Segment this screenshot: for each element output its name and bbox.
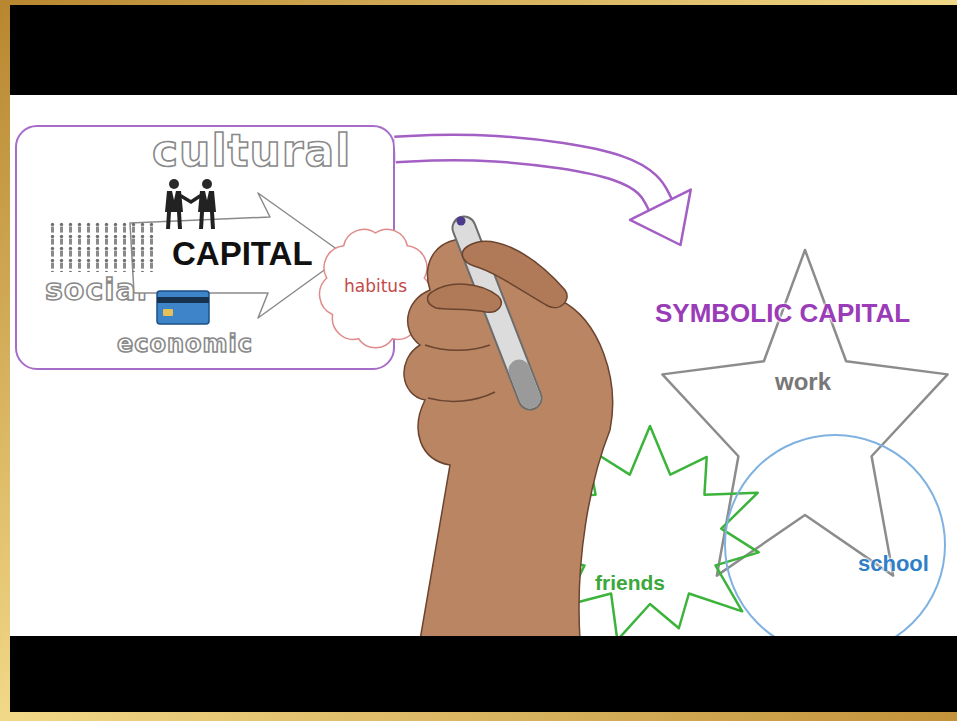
flow-arrow <box>395 147 691 245</box>
person-suit <box>165 191 183 212</box>
capital-arrow: CAPITAL <box>130 193 345 318</box>
star-shape <box>662 250 947 576</box>
person-leg <box>168 212 169 229</box>
black-letterbox <box>10 5 957 712</box>
arrow-band-fill <box>395 147 660 204</box>
hand-palm <box>404 239 613 640</box>
card-stripe <box>157 297 209 303</box>
concept-title: SYMBOLIC CAPITAL <box>655 300 910 326</box>
shaking-hands <box>181 196 200 202</box>
whiteboard <box>10 95 957 636</box>
concept-title: CAPITAL <box>172 237 313 270</box>
burst-shape <box>529 426 758 640</box>
person-leg <box>212 212 213 229</box>
concept-label: habitus <box>344 278 407 295</box>
field-label: school <box>858 553 929 575</box>
drawing-hand <box>404 217 613 641</box>
circle-shape <box>725 435 945 655</box>
card-body <box>157 291 209 324</box>
person-shirt <box>172 191 176 200</box>
hand-thumb <box>427 284 501 312</box>
credit-card-illustration <box>157 291 209 324</box>
node-outline <box>525 420 775 636</box>
hand-finger <box>462 241 567 307</box>
card-chip <box>163 309 173 316</box>
arrow-band-outline <box>395 147 660 204</box>
person-head <box>169 179 179 189</box>
person-leg <box>179 212 180 229</box>
marker-outline <box>464 228 530 398</box>
school-circle: school <box>723 433 947 657</box>
node-outline <box>318 225 433 350</box>
marker-cap <box>519 370 530 398</box>
marker-body <box>464 228 530 398</box>
person-suit <box>198 191 216 212</box>
cloud-shape <box>320 229 432 347</box>
field-label: work <box>775 370 831 394</box>
habitus-cloud: habitus <box>318 225 433 350</box>
capital-type-label: social <box>45 275 148 305</box>
knuckle-lines <box>425 345 495 401</box>
handshake-illustration <box>165 179 216 229</box>
crowd-illustration <box>48 222 155 272</box>
person-shirt <box>205 191 209 200</box>
person-leg <box>201 212 202 229</box>
person-head <box>202 179 212 189</box>
node-outline <box>723 433 947 657</box>
node-outline <box>650 245 955 585</box>
black-letterbox <box>10 636 957 712</box>
field-label: friends <box>595 572 665 593</box>
arrow-head <box>630 190 691 245</box>
marker-tip <box>457 217 466 226</box>
capital-panel: culturalsocialeconomicCAPITALhabitus <box>15 125 395 370</box>
capital-type-label: economic <box>117 332 253 356</box>
symbolic-star: SYMBOLIC CAPITAL work <box>650 245 955 585</box>
node-outline <box>130 193 345 318</box>
friends-burst: friends <box>525 420 775 636</box>
block-arrow-shape <box>130 193 345 318</box>
capital-type-label: cultural <box>152 129 351 173</box>
